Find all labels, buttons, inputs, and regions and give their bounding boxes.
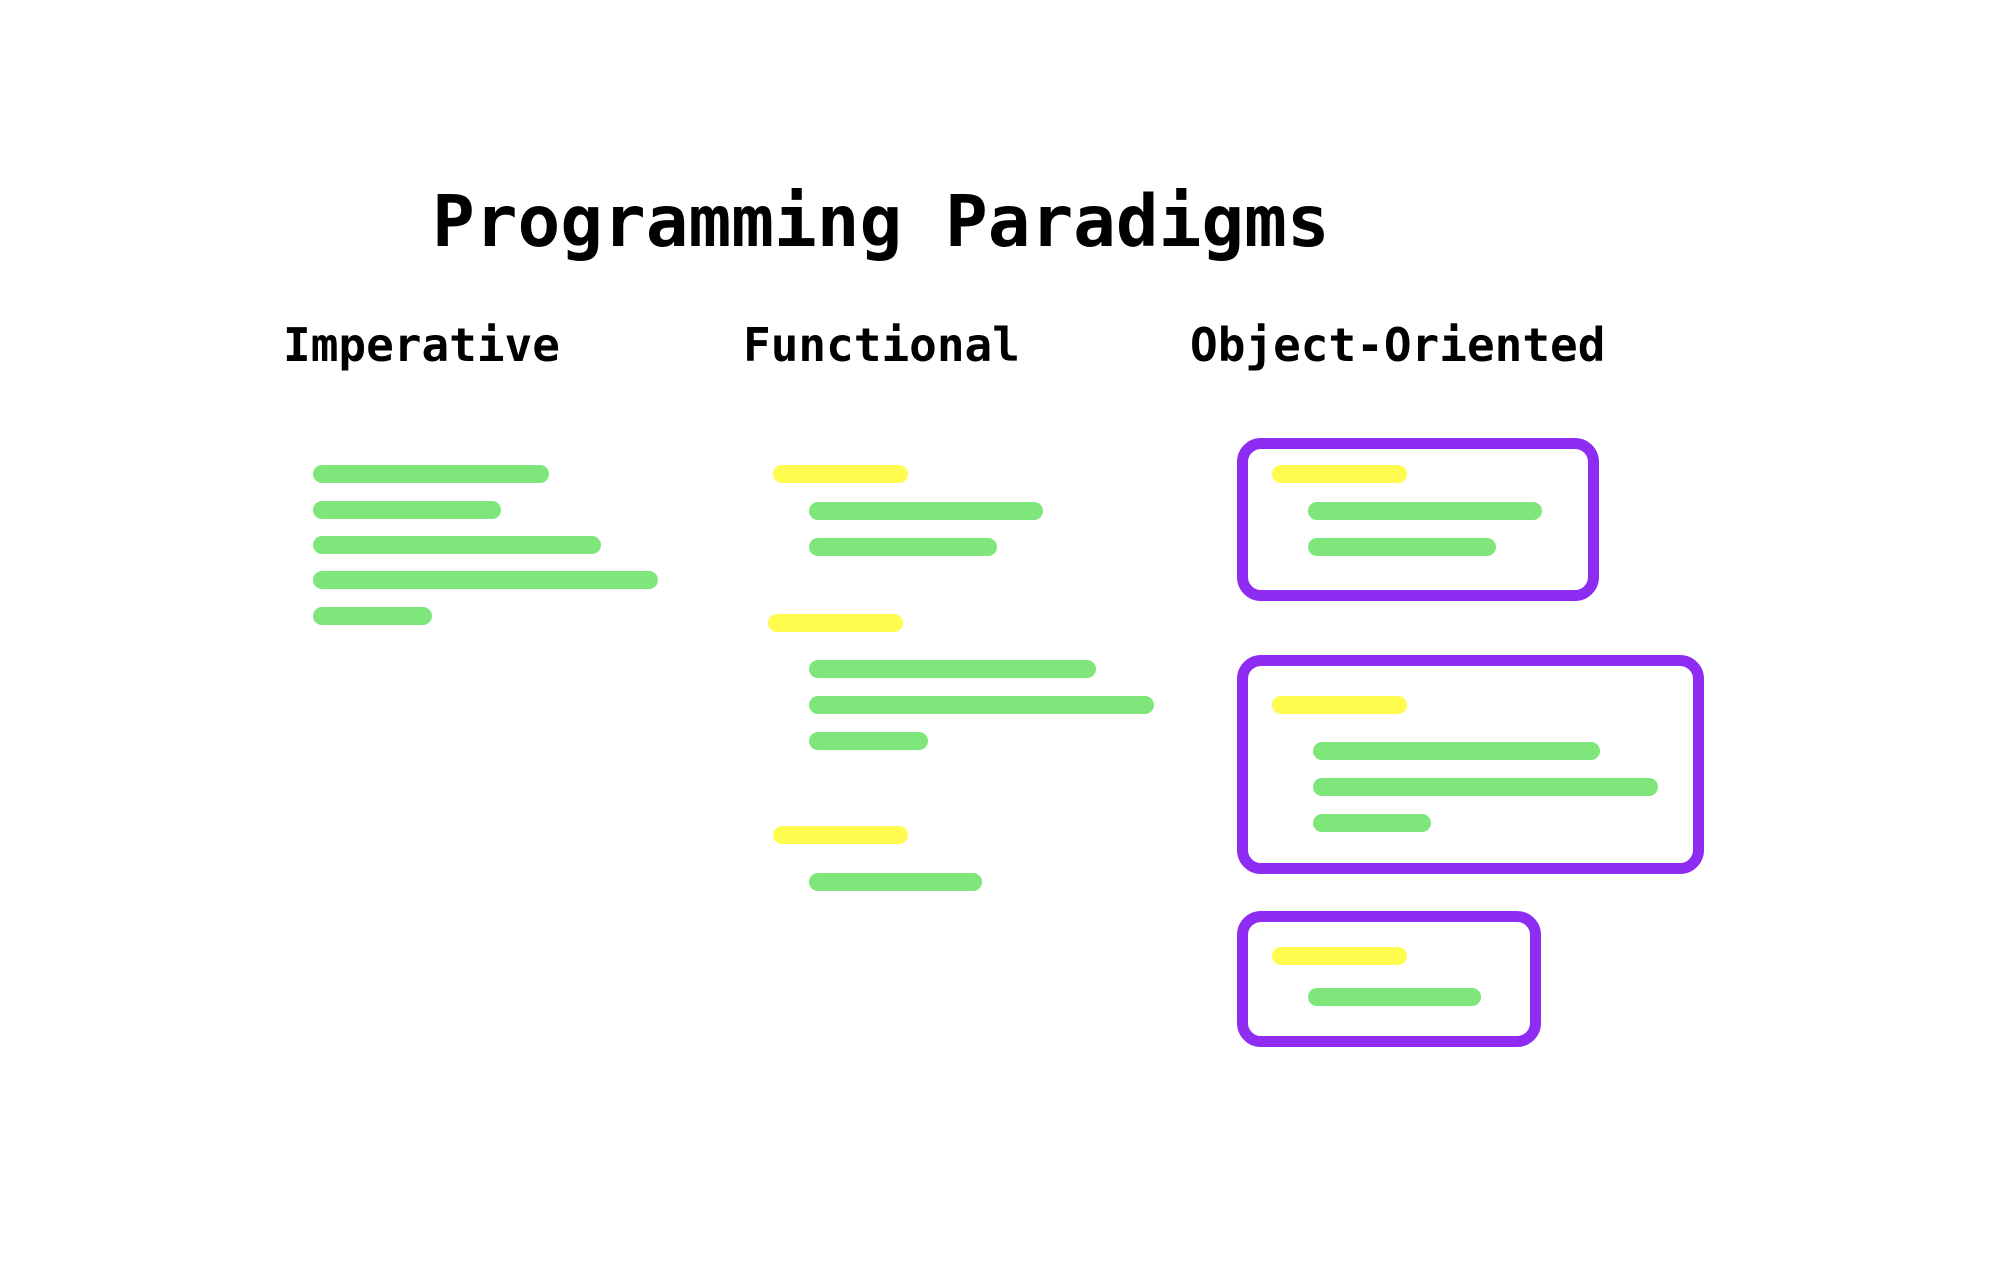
statement-line <box>809 696 1154 714</box>
statement-line <box>809 502 1043 520</box>
method-line <box>1313 778 1658 796</box>
statement-line <box>809 538 997 556</box>
statement-line <box>809 873 982 891</box>
statement-line <box>809 660 1096 678</box>
statement-line <box>313 571 658 589</box>
statement-line <box>313 536 601 554</box>
method-line <box>1308 988 1481 1006</box>
object-box <box>1237 438 1599 601</box>
heading-imperative: Imperative <box>283 318 560 372</box>
statement-line <box>313 607 432 625</box>
class-header <box>1272 465 1407 483</box>
method-line <box>1308 502 1542 520</box>
function-header <box>773 465 908 483</box>
statement-line <box>809 732 928 750</box>
method-line <box>1313 742 1600 760</box>
object-box <box>1237 911 1541 1047</box>
class-header <box>1272 947 1407 965</box>
function-header <box>773 826 908 844</box>
heading-functional: Functional <box>743 318 1020 372</box>
class-header <box>1272 696 1407 714</box>
heading-object-oriented: Object-Oriented <box>1190 318 1606 372</box>
statement-line <box>313 501 501 519</box>
function-header <box>768 614 903 632</box>
object-box <box>1237 655 1704 874</box>
statement-line <box>313 465 549 483</box>
method-line <box>1308 538 1496 556</box>
diagram-title: Programming Paradigms <box>432 180 1330 263</box>
method-line <box>1313 814 1431 832</box>
